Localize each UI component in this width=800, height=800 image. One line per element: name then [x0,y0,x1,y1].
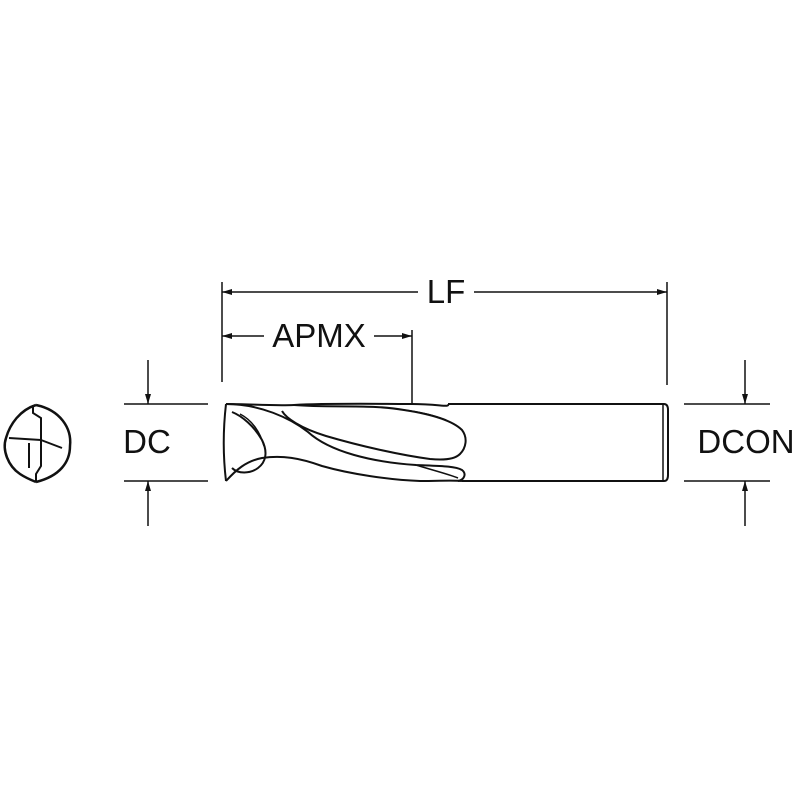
end-view [3,403,72,484]
dcon-dimension: DCON [684,360,795,526]
dc-label: DC [123,423,171,460]
end-mill-side-view [222,402,669,483]
flute-edge-1 [225,403,466,482]
apmx-label: APMX [272,317,366,354]
flute-edge-3 [225,455,463,483]
dcon-label: DCON [697,423,794,460]
flute-gash [231,411,267,474]
apmx-dimension: APMX [222,317,413,405]
flute-edge-2 [281,404,467,461]
tool-tip [222,403,227,482]
lf-label: LF [427,273,466,310]
shank [448,403,669,482]
lf-dimension: LF [221,273,668,385]
dc-dimension: DC [123,360,208,526]
